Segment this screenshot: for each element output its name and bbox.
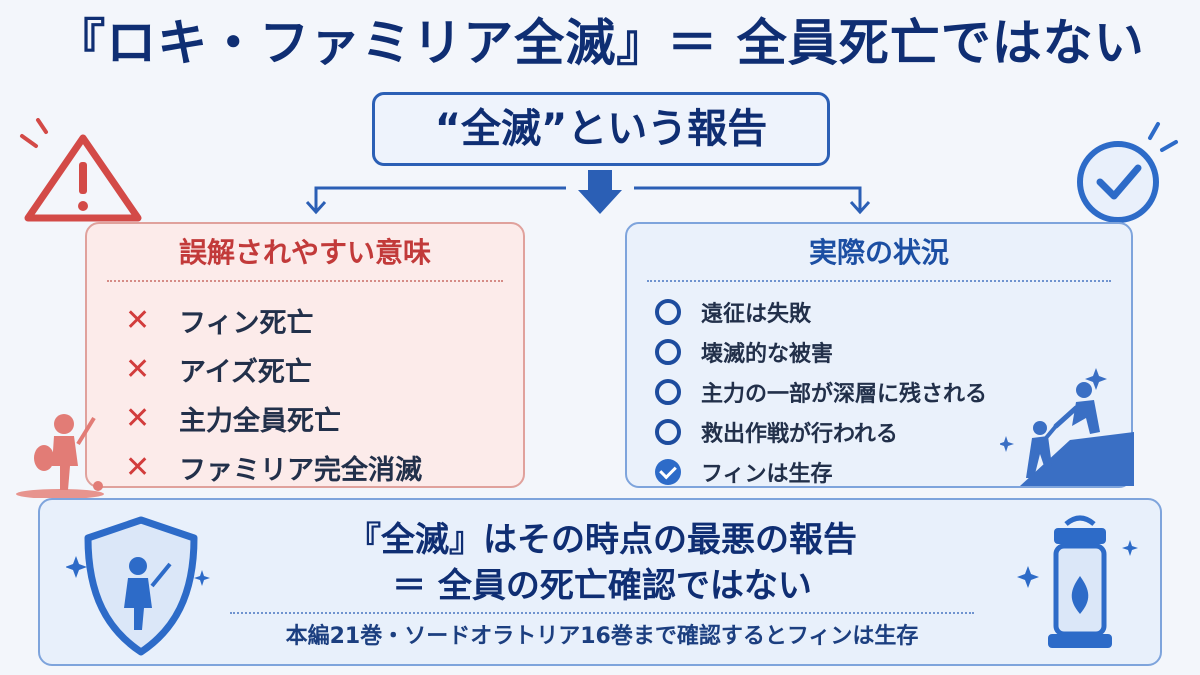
list-item: 主力の一部が深層に残される [655, 372, 1131, 412]
cross-icon: ✕ [125, 401, 151, 436]
cross-icon: ✕ [125, 352, 151, 387]
right-branch-line [634, 186, 862, 210]
check-circle-icon [655, 459, 681, 485]
left-branch-line [314, 186, 566, 210]
list-item: 壊滅的な被害 [655, 332, 1131, 372]
circle-icon [655, 379, 681, 405]
misunderstanding-panel: 誤解されやすい意味 ✕フィン死亡 ✕アイズ死亡 ✕主力全員死亡 ✕ファミリア完全… [85, 222, 525, 488]
rescue-silhouette-icon [1000, 368, 1134, 486]
conclusion-line-2: ＝ 全員の死亡確認ではない [392, 566, 812, 606]
list-item: ✕主力全員死亡 [125, 401, 341, 437]
down-arrow [578, 170, 622, 214]
checkmark-icon [1077, 122, 1178, 223]
misunderstanding-list: ✕フィン死亡 ✕アイズ死亡 ✕主力全員死亡 ✕ファミリア完全消滅 [125, 296, 523, 492]
conclusion-divider [230, 612, 974, 614]
panel-title-misunderstanding: 誤解されやすい意味 [178, 236, 431, 269]
list-item: 救出作戦が行われる [655, 412, 1131, 452]
report-box: “全滅”という報告 [372, 92, 830, 166]
panel-divider [107, 280, 503, 282]
actual-list: 遠征は失敗 壊滅的な被害 主力の一部が深層に残される 救出作戦が行われる フィン… [655, 292, 1131, 492]
cross-icon: ✕ [125, 303, 151, 338]
page-title: 『ロキ・ファミリア全滅』＝ 全員死亡ではない [55, 14, 1145, 72]
branch-arrows [305, 170, 871, 215]
hero-silhouette-icon [16, 414, 104, 498]
lantern-icon [1017, 515, 1138, 648]
conclusion-panel: 『全滅』はその時点の最悪の報告 ＝ 全員の死亡確認ではない 本編21巻・ソードオ… [38, 498, 1162, 666]
circle-icon [655, 419, 681, 445]
conclusion-note: 本編21巻・ソードオラトリア16巻まで確認するとフィンは生存 [285, 624, 919, 649]
list-item: ✕アイズ死亡 [125, 352, 312, 388]
left-branch-arrow [305, 200, 327, 215]
warning-icon [20, 118, 142, 222]
list-item: 遠征は失敗 [655, 292, 1131, 332]
list-item: フィンは生存 [655, 452, 1131, 492]
shield-icon [66, 516, 210, 656]
panel-divider [647, 280, 1111, 282]
list-item: ✕フィン死亡 [125, 303, 314, 339]
conclusion-line-1: 『全滅』はその時点の最悪の報告 [347, 520, 857, 560]
right-branch-arrow [849, 200, 871, 215]
cross-icon: ✕ [125, 450, 151, 485]
circle-icon [655, 299, 681, 325]
panel-title-actual: 実際の状況 [808, 236, 949, 269]
list-item: ✕ファミリア完全消滅 [125, 450, 422, 486]
circle-icon [655, 339, 681, 365]
